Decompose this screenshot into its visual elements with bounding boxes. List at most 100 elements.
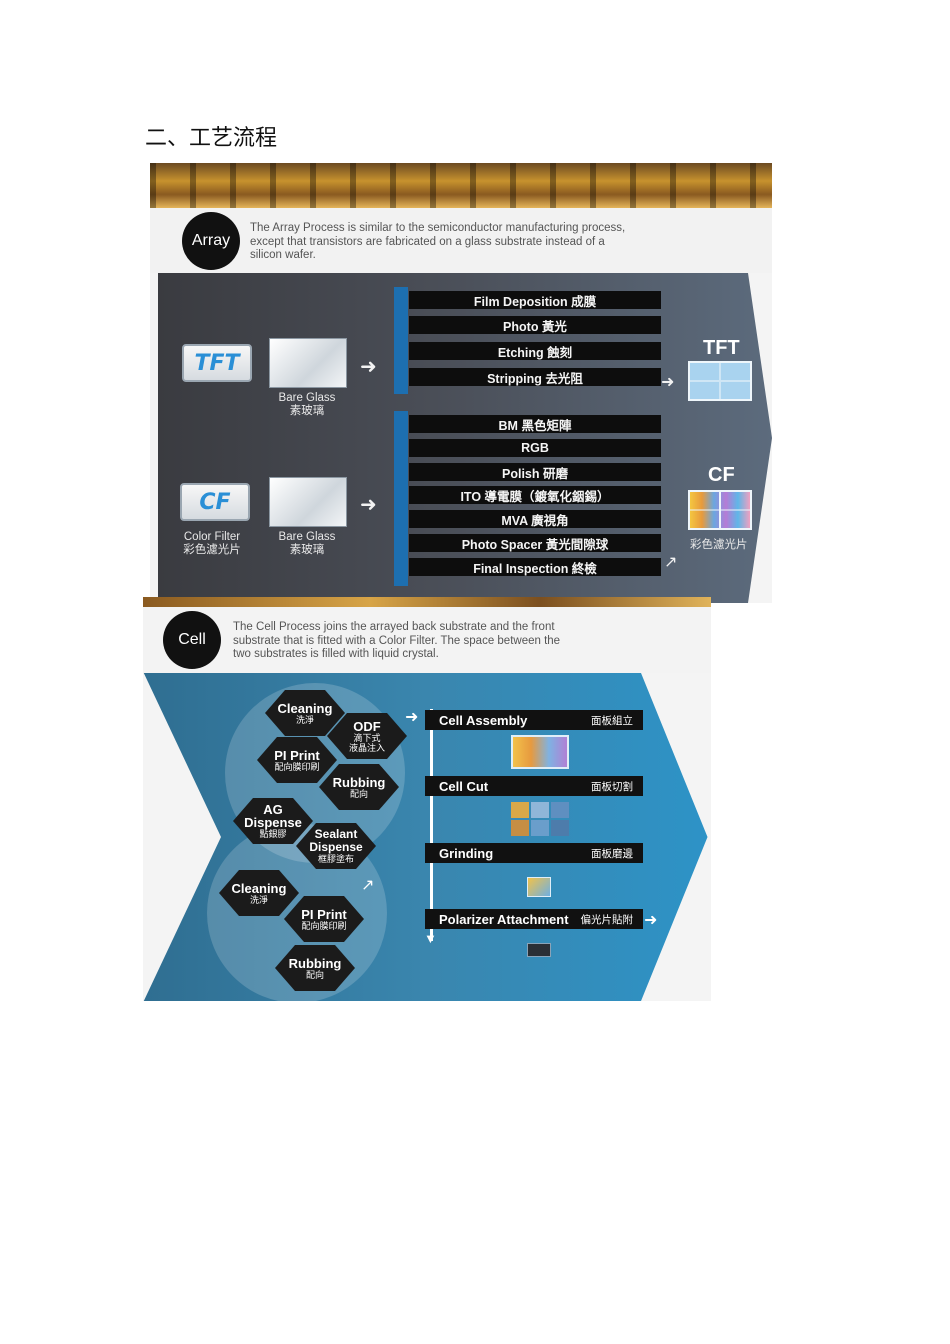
hex-label-zh: 滴下式 液晶注入 xyxy=(348,732,385,753)
bare-glass-image xyxy=(269,477,347,527)
cell-process-track xyxy=(430,709,433,941)
hex-label-en: PI Print xyxy=(301,906,347,922)
cell-badge: Cell xyxy=(163,611,221,669)
cf-step: Photo Spacer 黃光間隙球 xyxy=(409,534,661,552)
section-heading: 二、工艺流程 xyxy=(145,126,278,151)
cell-assembly-image xyxy=(511,735,569,769)
cell-step: Grinding 面板磨邊 xyxy=(425,843,643,863)
hex-label-zh: 框膠塗布 xyxy=(317,854,354,864)
caption-zh: 彩色濾光片 xyxy=(183,544,241,556)
bare-glass-caption: Bare Glass 素玻璃 xyxy=(262,531,352,557)
cell-intro-text: The Cell Process joins the arrayed back … xyxy=(233,621,560,662)
tft-panel-image xyxy=(688,361,752,401)
tft-step: Film Deposition 成膜 xyxy=(409,291,661,309)
hex-step: ODF 滴下式 液晶注入 xyxy=(327,713,407,759)
cell-step: Cell Cut 面板切割 xyxy=(425,776,643,796)
arrow-right-icon: ➜ xyxy=(360,356,377,378)
cf-panel-image xyxy=(688,490,752,530)
cell-step: Polarizer Attachment 偏光片貼附 xyxy=(425,909,643,929)
hex-label-en: PI Print xyxy=(274,747,320,763)
cf-result-caption: 彩色濾光片 xyxy=(690,539,748,551)
step-label-zh: 面板切割 xyxy=(591,780,633,793)
step-label-en: Cell Cut xyxy=(439,778,489,794)
factory-photo-strip xyxy=(143,597,711,607)
hex-step: AG Dispense 點銀膠 xyxy=(233,798,313,844)
tft-step: Stripping 去光阻 xyxy=(409,368,661,386)
caption-en: Bare Glass xyxy=(278,392,336,404)
step-label-zh: 面板組立 xyxy=(591,714,633,727)
hex-label-en: Sealant Dispense xyxy=(309,827,363,854)
step-label-zh: 偏光片貼附 xyxy=(580,913,634,926)
hex-label-zh: 配向膜印刷 xyxy=(274,761,320,772)
array-intro-band xyxy=(150,208,772,273)
hex-label-en: Cleaning xyxy=(277,700,333,716)
hex-step: Sealant Dispense 框膠塗布 xyxy=(296,823,376,869)
hex-label-en: Rubbing xyxy=(288,955,342,971)
tft-logo: TFT xyxy=(182,344,252,382)
cell-process-figure: Cell The Cell Process joins the arrayed … xyxy=(143,597,711,1001)
cf-step: RGB xyxy=(409,439,661,457)
arrow-right-icon: ➜ xyxy=(661,374,675,391)
cell-cut-image xyxy=(511,802,569,836)
polarizer-image xyxy=(527,943,551,957)
bare-glass-image xyxy=(269,338,347,388)
arrow-up-right-icon: ↗ xyxy=(664,554,678,571)
tft-step: Etching 蝕刻 xyxy=(409,342,661,360)
hex-label-en: AG Dispense xyxy=(244,802,302,830)
array-intro-line: except that transistors are fabricated o… xyxy=(250,235,605,248)
array-badge: Array xyxy=(182,212,240,270)
color-filter-caption: Color Filter 彩色濾光片 xyxy=(168,531,256,557)
hex-label-en: Rubbing xyxy=(332,774,386,790)
tft-process-track xyxy=(394,287,408,394)
hex-label-zh: 配向 xyxy=(305,969,324,980)
cell-intro-line: The Cell Process joins the arrayed back … xyxy=(233,621,555,633)
hex-step: Cleaning 洗淨 xyxy=(265,690,345,736)
hex-step: PI Print 配向膜印刷 xyxy=(284,896,364,942)
tft-result-label: TFT xyxy=(703,337,740,359)
array-intro-line: silicon wafer. xyxy=(250,249,316,261)
cf-logo: CF xyxy=(180,483,250,521)
arrow-up-right-icon: ↗ xyxy=(361,877,375,894)
cf-process-track xyxy=(394,411,408,586)
cf-step: BM 黑色矩陣 xyxy=(409,415,661,433)
hex-label-en: ODF xyxy=(353,718,381,734)
hex-step: Rubbing 配向 xyxy=(275,945,355,991)
caption-zh: 素玻璃 xyxy=(289,405,325,417)
hex-label-zh: 點銀膠 xyxy=(259,829,287,839)
cf-result-label: CF xyxy=(708,464,735,486)
arrow-right-icon: ➜ xyxy=(644,912,658,929)
step-label-zh: 面板磨邊 xyxy=(591,847,633,860)
caption-en: Color Filter xyxy=(183,531,241,543)
cell-intro-band xyxy=(143,607,711,673)
step-label-en: Grinding xyxy=(439,845,494,861)
caption-en: Bare Glass xyxy=(278,531,336,543)
hex-step: PI Print 配向膜印刷 xyxy=(257,737,337,783)
cf-step: Final Inspection 終檢 xyxy=(409,558,661,576)
bare-glass-caption: Bare Glass 素玻璃 xyxy=(262,392,352,418)
cf-step: MVA 廣視角 xyxy=(409,510,661,528)
arrow-right-icon: ➜ xyxy=(405,709,419,726)
hex-label-zh: 配向 xyxy=(349,788,368,799)
step-label-en: Cell Assembly xyxy=(439,712,528,728)
hex-step: Rubbing 配向 xyxy=(319,764,399,810)
arrow-right-icon: ➜ xyxy=(360,494,377,516)
cf-step: ITO 導電膜（鍍氧化銦錫） xyxy=(409,486,661,504)
caption-zh: 素玻璃 xyxy=(289,544,325,556)
array-intro-text: The Array Process is similar to the semi… xyxy=(250,222,625,263)
hex-label-zh: 洗淨 xyxy=(249,894,268,905)
cell-step: Cell Assembly 面板組立 xyxy=(425,710,643,730)
hex-label-zh: 配向膜印刷 xyxy=(301,920,347,931)
cell-intro-line: two substrates is filled with liquid cry… xyxy=(233,648,439,660)
array-process-figure: Array The Array Process is similar to th… xyxy=(150,163,772,603)
hex-label-zh: 洗淨 xyxy=(295,714,314,725)
cf-step: Polish 研磨 xyxy=(409,463,661,481)
cell-intro-line: substrate that is fitted with a Color Fi… xyxy=(233,634,561,647)
arrow-down-icon: ▼ xyxy=(424,931,437,946)
tft-step: Photo 黃光 xyxy=(409,316,661,334)
factory-photo-strip xyxy=(150,163,772,208)
step-label-en: Polarizer Attachment xyxy=(439,911,569,927)
array-intro-line: The Array Process is similar to the semi… xyxy=(250,222,626,234)
hex-label-en: Cleaning xyxy=(231,880,287,896)
grinding-image xyxy=(527,877,551,897)
hex-step: Cleaning 洗淨 xyxy=(219,870,299,916)
